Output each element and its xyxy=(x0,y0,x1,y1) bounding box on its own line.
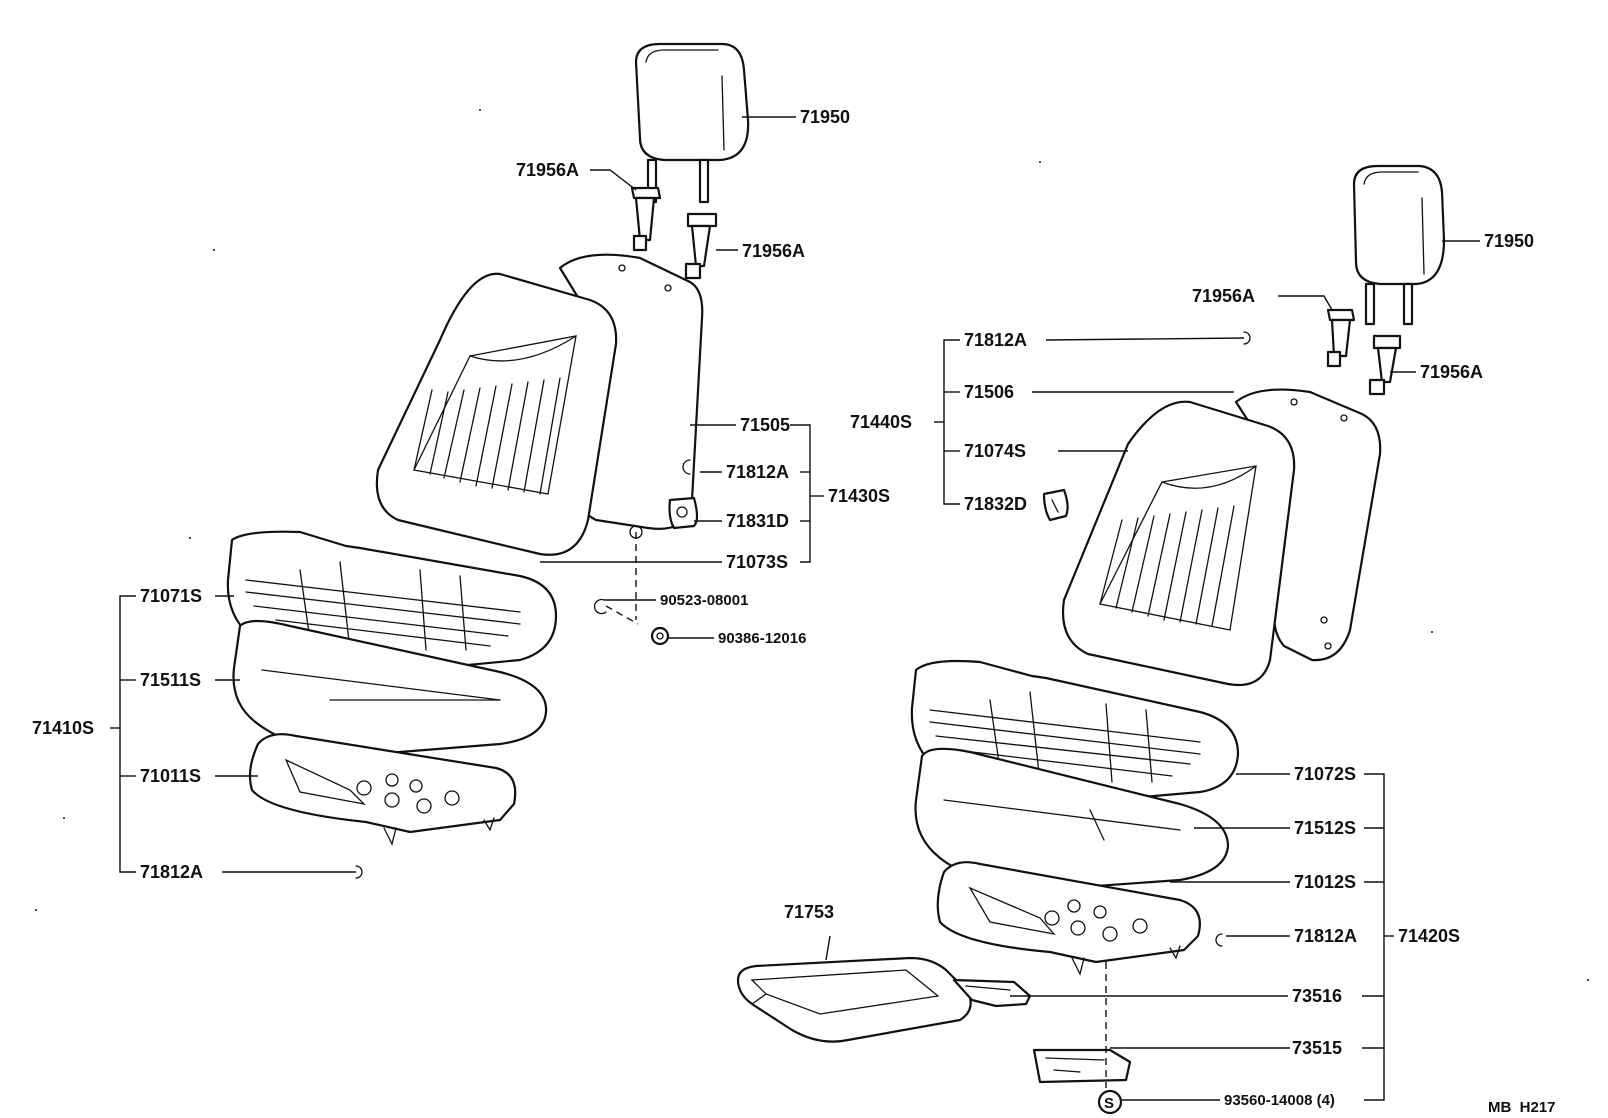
label-right-guide-1: 71956A xyxy=(1192,286,1255,306)
left-headrest xyxy=(634,42,750,204)
label-page-code: MB H217 xyxy=(1488,1099,1556,1116)
label-left-back-frame: 71505 xyxy=(740,415,790,435)
label-left-cushion-cover: 71071S xyxy=(140,586,202,606)
label-right-headrest: 71950 xyxy=(1484,231,1534,251)
left-leader-lines xyxy=(110,116,824,873)
label-right-cushion-ring: 71812A xyxy=(1294,926,1357,946)
left-cushion-frame xyxy=(248,733,517,846)
left-dashed-lines xyxy=(605,532,639,625)
label-right-back-ring: 71812A xyxy=(964,330,1027,350)
screw-symbol-letter: S xyxy=(1104,1095,1114,1112)
right-leader-lines xyxy=(825,240,1480,1101)
left-headrest-guide-upper xyxy=(630,186,662,252)
left-plug-part xyxy=(650,626,670,646)
label-screw: 93560-14008 (4) xyxy=(1224,1092,1335,1109)
label-left-plug: 90386-12016 xyxy=(718,630,806,647)
label-left-cushion-ring: 71812A xyxy=(140,862,203,882)
label-left-hinge-cover: 71831D xyxy=(726,511,789,531)
bracket-lower-part xyxy=(1032,1048,1132,1084)
right-hinge-cover-part xyxy=(1042,488,1069,522)
label-left-guide-2: 71956A xyxy=(742,241,805,261)
label-left-cushion-assy: 71410S xyxy=(32,718,94,738)
label-right-back-cover: 71074S xyxy=(964,441,1026,461)
left-cushion-pad xyxy=(232,619,548,758)
bracket-upper-part xyxy=(952,978,1032,1008)
label-right-cushion-pad: 71512S xyxy=(1294,818,1356,838)
label-right-cushion-assy: 71420S xyxy=(1398,926,1460,946)
label-right-cushion-cover: 71072S xyxy=(1294,764,1356,784)
right-cushion-pad xyxy=(914,747,1230,892)
right-headrest xyxy=(1352,164,1446,326)
label-left-back-cover: 71073S xyxy=(726,552,788,572)
scan-specks xyxy=(35,109,1589,981)
label-left-cushion-pad: 71511S xyxy=(140,670,201,690)
left-seatback-cover xyxy=(375,272,618,556)
label-left-back-assy: 71430S xyxy=(828,486,890,506)
right-headrest-guide-upper xyxy=(1326,308,1356,368)
label-left-clip: 90523-08001 xyxy=(660,592,748,609)
label-right-back-assy: 71440S xyxy=(850,412,912,432)
label-left-headrest: 71950 xyxy=(800,107,850,127)
right-cushion-ring-part xyxy=(1215,933,1223,947)
right-back-ring-part xyxy=(1243,331,1251,345)
left-ring-part xyxy=(682,459,691,475)
label-tray: 71753 xyxy=(784,902,834,922)
label-right-back-frame: 71506 xyxy=(964,382,1014,402)
left-clip-part xyxy=(593,598,607,615)
right-headrest-guide-lower xyxy=(1368,334,1402,396)
tray-part xyxy=(736,956,972,1043)
label-left-back-ring: 71812A xyxy=(726,462,789,482)
label-right-guide-2: 71956A xyxy=(1420,362,1483,382)
left-cushion-ring-part xyxy=(355,865,363,879)
left-headrest-guide-lower xyxy=(684,212,718,280)
label-bracket-1: 73516 xyxy=(1292,986,1342,1006)
label-left-cushion-frame: 71011S xyxy=(140,766,201,786)
left-hinge-cover-part xyxy=(668,496,699,530)
right-seatback-cover xyxy=(1062,400,1296,687)
right-cushion-frame xyxy=(936,861,1201,976)
label-right-cushion-frame: 71012S xyxy=(1294,872,1356,892)
label-right-hinge-cover: 71832D xyxy=(964,494,1027,514)
screw-symbol: S xyxy=(1097,1089,1123,1115)
label-left-guide-1: 71956A xyxy=(516,160,579,180)
label-bracket-2: 73515 xyxy=(1292,1038,1342,1058)
